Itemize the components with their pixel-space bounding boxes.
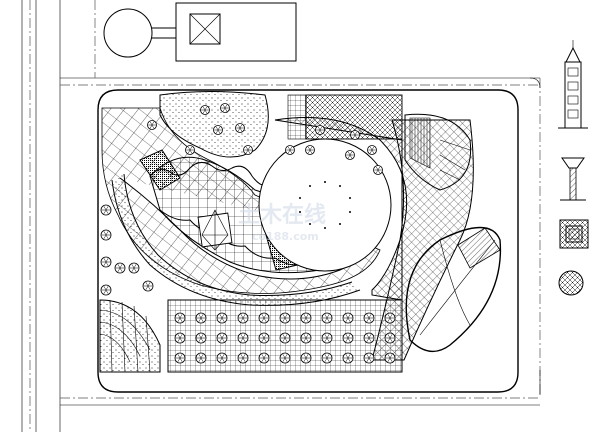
shrub-symbol <box>200 105 210 115</box>
shrub-symbol <box>315 125 325 135</box>
lamp-post-icon <box>560 157 586 201</box>
tower-elevation-icon <box>558 40 588 129</box>
tree-symbol <box>174 352 186 364</box>
tree-symbol <box>174 332 186 344</box>
tree-symbol <box>300 352 312 364</box>
tree-symbol <box>384 332 396 344</box>
leaf-lawn <box>405 226 502 353</box>
shrub-symbol <box>235 123 245 133</box>
shrub-symbol <box>350 130 360 140</box>
shrub-symbol <box>305 145 315 155</box>
tree-symbol <box>363 352 375 364</box>
circular-plaza <box>258 138 392 272</box>
shrub-symbol <box>220 103 230 113</box>
tree-symbol <box>384 312 396 324</box>
watermark-sub: co188.com <box>252 230 319 243</box>
sw-fan-plaza <box>99 299 161 373</box>
tree-symbol <box>216 332 228 344</box>
watermark-text: 土木在线 <box>238 202 326 228</box>
top-pavilion <box>103 2 297 62</box>
tree-symbol <box>237 312 249 324</box>
tree-symbol <box>114 262 126 274</box>
shrub-symbol <box>147 120 157 130</box>
tree-symbol <box>195 332 207 344</box>
tree-symbol <box>279 352 291 364</box>
central-fountain <box>197 209 233 251</box>
tree-symbol <box>100 229 112 241</box>
tree-symbol <box>279 332 291 344</box>
tree-symbol <box>342 312 354 324</box>
tree-symbol <box>128 262 140 274</box>
tree-symbol <box>100 256 112 268</box>
dotted-ring <box>299 181 351 229</box>
left-trees <box>100 204 154 296</box>
tree-symbol <box>363 332 375 344</box>
tree-symbol <box>195 352 207 364</box>
shrub-symbol <box>373 165 383 175</box>
tree-symbol <box>342 352 354 364</box>
planter-bed-left <box>139 149 181 191</box>
tree-symbol <box>100 284 112 296</box>
shrub-symbol <box>213 125 223 135</box>
tree-symbol <box>258 352 270 364</box>
east-pavilion <box>404 113 472 191</box>
tree-symbol <box>300 312 312 324</box>
shrub-symbol <box>243 145 253 155</box>
tree-symbol <box>237 332 249 344</box>
tree-symbol <box>342 332 354 344</box>
shrub-symbol <box>345 150 355 160</box>
tree-symbol <box>363 312 375 324</box>
tree-symbol <box>237 352 249 364</box>
shrub-symbol <box>185 145 195 155</box>
tree-symbol <box>300 332 312 344</box>
upper-lawn <box>159 91 269 158</box>
tree-symbol-icon <box>558 270 584 296</box>
site-boundary <box>97 89 519 393</box>
tree-symbol <box>321 332 333 344</box>
tree-symbol <box>258 312 270 324</box>
tree-symbol <box>216 352 228 364</box>
tree-symbol <box>216 312 228 324</box>
shrub-symbol <box>285 145 295 155</box>
shrub-symbol <box>367 145 377 155</box>
tree-grid <box>174 312 396 364</box>
shrubs <box>147 103 383 175</box>
tree-symbol <box>279 312 291 324</box>
planter-box-icon <box>559 219 589 249</box>
tree-symbol <box>174 312 186 324</box>
tree-symbol <box>100 204 112 216</box>
tree-symbol <box>258 332 270 344</box>
watermark: 土木在线 co188.com <box>238 202 326 243</box>
road-lines <box>21 0 541 432</box>
tree-symbol <box>321 312 333 324</box>
tree-symbol <box>384 352 396 364</box>
tree-symbol <box>195 312 207 324</box>
tree-symbol <box>321 352 333 364</box>
tree-symbol <box>142 280 154 292</box>
